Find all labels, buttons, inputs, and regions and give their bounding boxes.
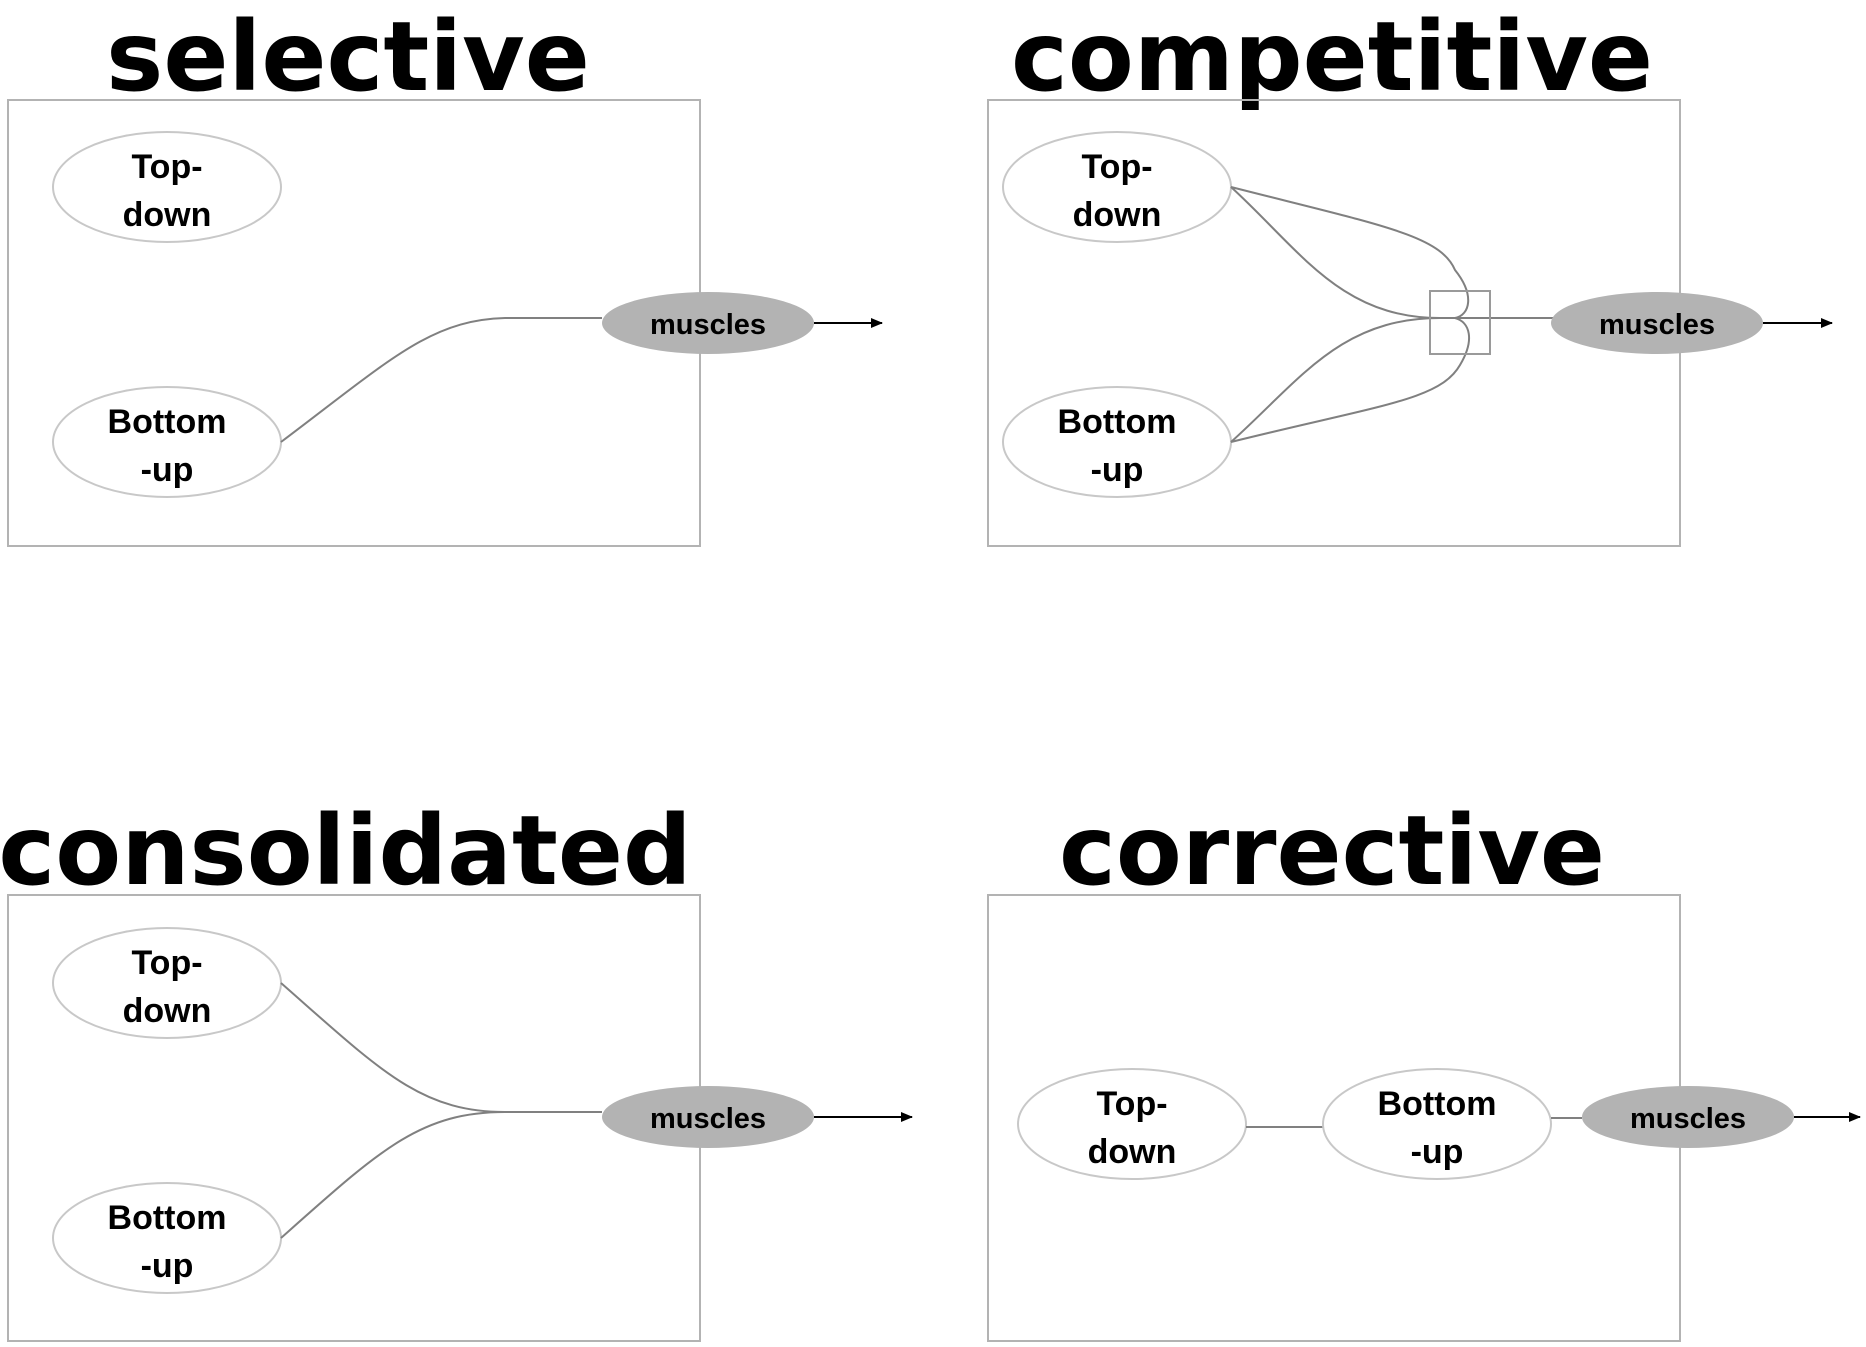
connector-top-down-direct — [1230, 186, 1555, 319]
panel-corrective: corrective Top- down Bottom -up muscles — [987, 795, 1861, 1342]
bottom-up-node: Bottom -up — [52, 1182, 282, 1294]
muscles-label: muscles — [1599, 309, 1715, 341]
muscles-node: muscles — [1582, 1086, 1794, 1148]
connector-bottom-up-direct — [1230, 317, 1441, 443]
node-label-line1: Top- — [131, 944, 202, 982]
top-down-node: Top- down — [52, 131, 282, 243]
bottom-up-node: Bottom -up — [1002, 386, 1232, 498]
muscles-node: muscles — [602, 292, 814, 354]
panel-selective: selective Top- down Bottom -up muscles — [7, 1, 883, 547]
node-label-line2: down — [1088, 1133, 1177, 1171]
muscles-label: muscles — [1630, 1103, 1746, 1135]
panel-title: selective — [106, 1, 590, 113]
node-label-line1: Bottom — [108, 403, 227, 441]
node-label-line2: -up — [1091, 451, 1144, 489]
muscles-ellipse — [602, 1086, 814, 1148]
muscles-label: muscles — [650, 309, 766, 341]
muscles-node: muscles — [602, 1086, 814, 1148]
node-label-line1: Bottom — [108, 1199, 227, 1237]
connector-bottom-up-to-muscles — [280, 1111, 506, 1239]
competition-junction-box — [1429, 290, 1491, 355]
panel-title: competitive — [1011, 1, 1653, 113]
muscles-ellipse — [602, 292, 814, 354]
connector-top-down-to-muscles — [280, 982, 602, 1113]
top-down-node: Top- down — [1017, 1068, 1247, 1180]
node-label-line1: Bottom — [1058, 403, 1177, 441]
node-label-line1: Bottom — [1378, 1085, 1497, 1123]
muscles-label: muscles — [650, 1103, 766, 1135]
top-down-node: Top- down — [1002, 131, 1232, 243]
node-label-line1: Top- — [1081, 148, 1152, 186]
top-down-node: Top- down — [52, 927, 282, 1039]
node-label-line1: Top- — [131, 148, 202, 186]
connector-bottom-up-to-muscles — [280, 317, 602, 443]
bottom-up-node: Bottom -up — [52, 386, 282, 498]
panel-title: corrective — [1059, 795, 1605, 907]
node-label-line2: down — [1073, 196, 1162, 234]
panel-consolidated: consolidated Top- down Bottom -up muscle… — [0, 795, 913, 1342]
panel-competitive: competitive Top- down Bottom -up muscles — [987, 1, 1833, 547]
muscles-ellipse — [1551, 292, 1763, 354]
node-label-line2: down — [123, 992, 212, 1030]
bottom-up-node: Bottom -up — [1322, 1068, 1552, 1180]
node-label-line1: Top- — [1096, 1085, 1167, 1123]
muscles-ellipse — [1582, 1086, 1794, 1148]
muscles-node: muscles — [1551, 292, 1763, 354]
node-label-line2: down — [123, 196, 212, 234]
panel-title: consolidated — [0, 795, 692, 907]
node-label-line2: -up — [141, 451, 194, 489]
connector-top-down-loop — [1230, 186, 1470, 319]
node-label-line2: -up — [141, 1247, 194, 1285]
node-label-line2: -up — [1411, 1133, 1464, 1171]
connector-bottom-up-loop — [1230, 317, 1470, 443]
